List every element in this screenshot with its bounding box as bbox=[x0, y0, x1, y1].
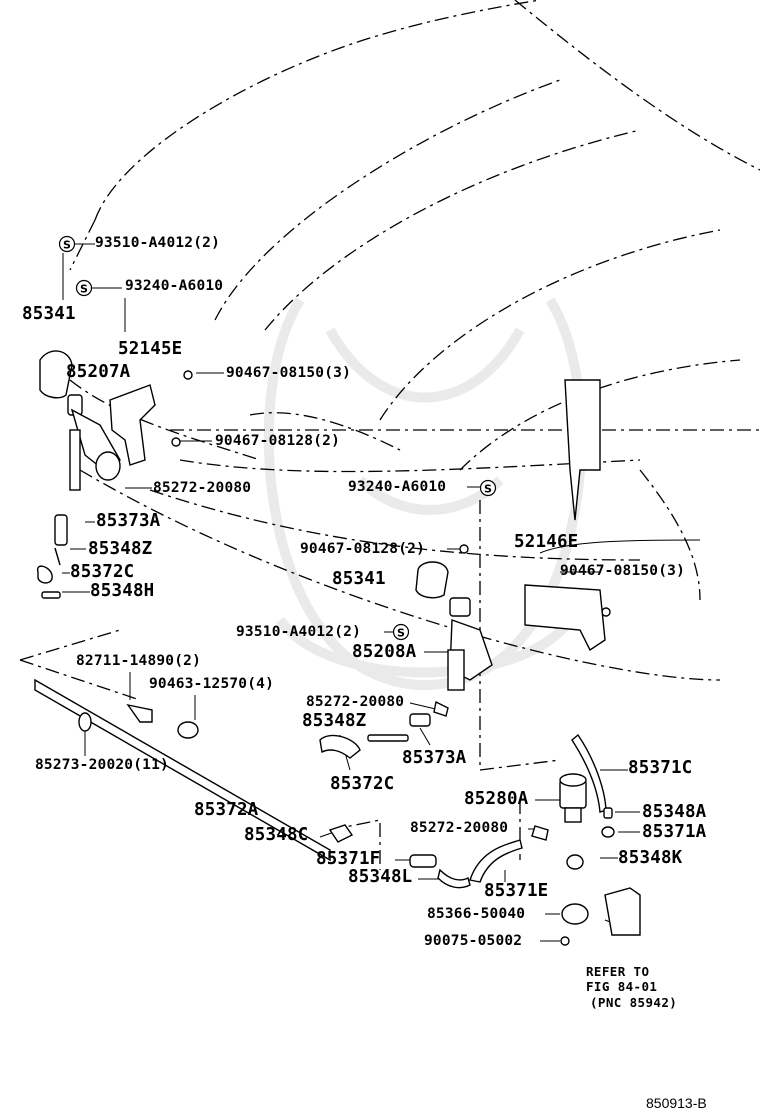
label-93240-a6010-top: 93240-A6010 bbox=[125, 278, 224, 294]
label-85373a-mid: 85373A bbox=[402, 748, 467, 768]
label-85272-20080-left: 85272-20080 bbox=[153, 480, 252, 496]
label-85371c: 85371C bbox=[628, 758, 693, 778]
washer-tank-outline bbox=[564, 379, 601, 521]
hose-85372a bbox=[34, 678, 331, 862]
label-85366-50040: 85366-50040 bbox=[427, 906, 526, 922]
label-90467-08128-mid: 90467-08128(2) bbox=[300, 541, 426, 557]
hose-85371c bbox=[571, 733, 607, 813]
hose-85373a-left bbox=[54, 514, 68, 546]
label-85341-mid: 85341 bbox=[332, 569, 386, 589]
headlamp-cleaner-85208a bbox=[447, 597, 493, 691]
label-85372c-mid: 85372C bbox=[330, 774, 395, 794]
label-93510-a4012-mid: 93510-A4012(2) bbox=[236, 624, 362, 640]
s-marker-93510-top: S bbox=[58, 235, 76, 253]
label-85348z-left: 85348Z bbox=[88, 539, 153, 559]
label-85280a: 85280A bbox=[464, 789, 529, 809]
s-marker-93240-mid-text: S bbox=[484, 483, 492, 496]
label-85272-20080-low: 85272-20080 bbox=[410, 820, 509, 836]
label-85348k: 85348K bbox=[618, 848, 683, 868]
label-85372c-left: 85372C bbox=[70, 562, 135, 582]
label-90463-12570: 90463-12570(4) bbox=[149, 676, 275, 692]
label-85272-20080-mid: 85272-20080 bbox=[306, 694, 405, 710]
s-marker-93510-mid: S bbox=[392, 623, 410, 641]
hose-85348z-mid bbox=[367, 734, 409, 742]
label-refer-fig: FIG 84-01 bbox=[586, 979, 658, 994]
label-85208a: 85208A bbox=[352, 642, 417, 662]
label-85348c: 85348C bbox=[244, 825, 309, 845]
label-52145e: 52145E bbox=[118, 339, 183, 359]
headlamp-cleaner-85207a bbox=[67, 394, 121, 491]
label-85371e: 85371E bbox=[484, 881, 549, 901]
washer-pump-85280a bbox=[559, 773, 587, 823]
label-85371f: 85371F bbox=[316, 849, 381, 869]
s-marker-93240-top-text: S bbox=[80, 283, 88, 296]
screw-90075 bbox=[560, 936, 570, 946]
label-85207a: 85207A bbox=[66, 362, 131, 382]
s-marker-93510-mid-text: S bbox=[397, 627, 405, 640]
connector-85272-low bbox=[531, 825, 549, 841]
bracket-52145e bbox=[109, 384, 156, 466]
hose-85348l bbox=[437, 868, 471, 889]
clip-top-2 bbox=[171, 437, 181, 447]
clip-90463 bbox=[177, 721, 199, 739]
hose-85348z-left bbox=[54, 547, 61, 566]
label-85372a: 85372A bbox=[194, 800, 259, 820]
clip-top-1 bbox=[183, 370, 193, 380]
label-90467-08150-mid: 90467-08150(3) bbox=[560, 563, 686, 579]
label-82711-14890: 82711-14890(2) bbox=[76, 653, 202, 669]
clip-mid-1 bbox=[459, 544, 469, 554]
label-90467-08150-top: 90467-08150(3) bbox=[226, 365, 352, 381]
s-marker-93240-mid: S bbox=[479, 479, 497, 497]
grommet-85366 bbox=[561, 903, 589, 925]
connector-85272-mid bbox=[433, 700, 449, 717]
hose-85371f bbox=[409, 854, 437, 868]
hose-85348a bbox=[603, 807, 613, 819]
clip-82711 bbox=[126, 703, 153, 723]
label-85373a-left: 85373A bbox=[96, 511, 161, 531]
label-85371a: 85371A bbox=[642, 822, 707, 842]
diagram-id: 850913-B bbox=[646, 1095, 707, 1111]
grommet-85273 bbox=[78, 712, 92, 732]
label-93240-a6010-mid: 93240-A6010 bbox=[348, 479, 447, 495]
label-90075-05002: 90075-05002 bbox=[424, 933, 523, 949]
label-85348h: 85348H bbox=[90, 581, 155, 601]
cover-85341-mid bbox=[415, 561, 449, 599]
hose-85348c bbox=[328, 824, 354, 843]
bracket-52146e bbox=[524, 584, 606, 652]
label-refer-to: REFER TO bbox=[586, 964, 650, 979]
hose-85348h bbox=[41, 591, 61, 599]
cover-85341-left bbox=[39, 350, 73, 399]
component-drawings bbox=[34, 350, 641, 946]
s-marker-93510-top-text: S bbox=[63, 239, 71, 252]
hose-85372c-mid bbox=[319, 734, 361, 759]
clip-mid-2 bbox=[601, 607, 611, 617]
connector-85348k bbox=[566, 854, 584, 870]
label-93510-a4012-top: 93510-A4012(2) bbox=[95, 235, 221, 251]
hose-85371a bbox=[601, 826, 615, 838]
label-85348a: 85348A bbox=[642, 802, 707, 822]
label-85341-left: 85341 bbox=[22, 304, 76, 324]
hose-85371e bbox=[469, 839, 523, 883]
label-90467-08128-top: 90467-08128(2) bbox=[215, 433, 341, 449]
s-marker-93240-top: S bbox=[75, 279, 93, 297]
label-85348z-mid: 85348Z bbox=[302, 711, 367, 731]
s-markers-group: S S S S bbox=[58, 235, 497, 641]
label-85348l: 85348L bbox=[348, 867, 413, 887]
reservoir-part bbox=[604, 887, 641, 936]
label-52146e: 52146E bbox=[514, 532, 579, 552]
label-refer-pnc: (PNC 85942) bbox=[590, 995, 678, 1010]
label-85273-20020: 85273-20020(11) bbox=[35, 757, 169, 773]
hose-85372c-left bbox=[36, 565, 53, 584]
hose-85373a-mid bbox=[409, 713, 431, 727]
